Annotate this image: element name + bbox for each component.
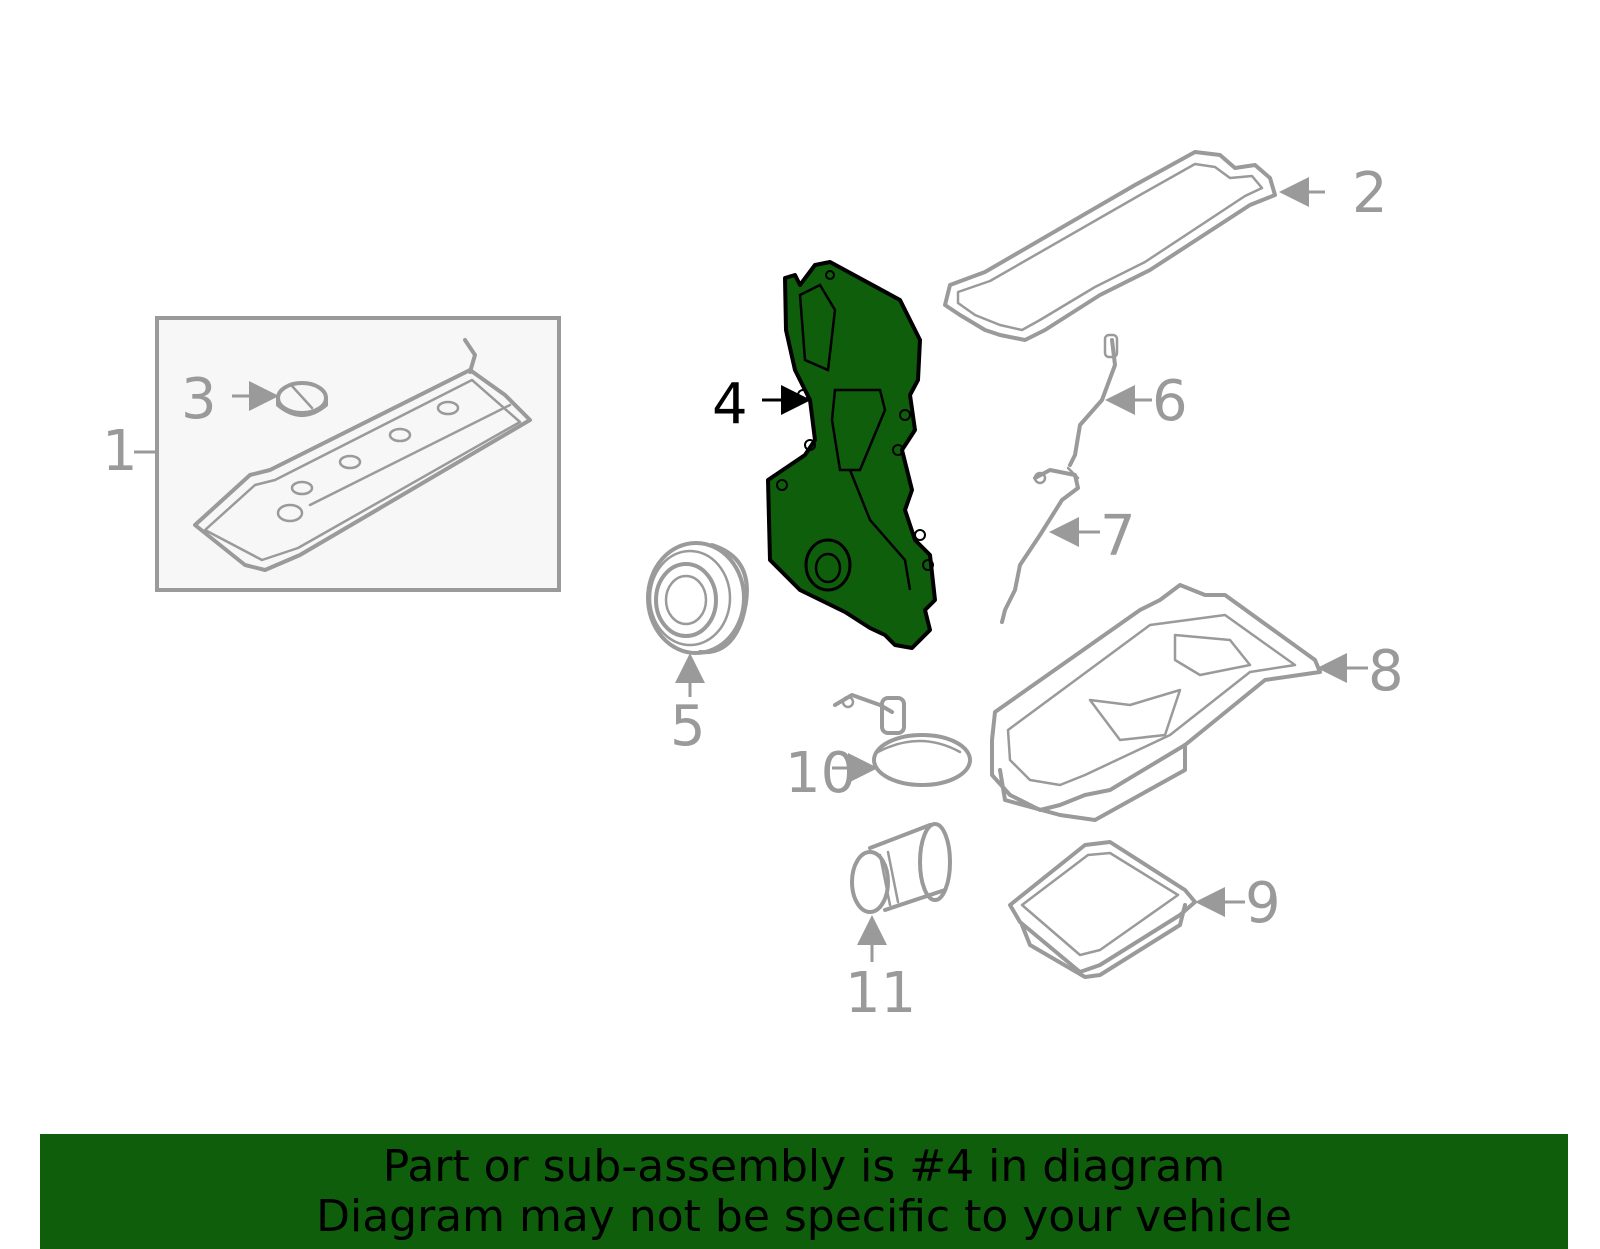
part-8-upper-oil-pan[interactable] [990,583,1322,822]
callout-1[interactable]: 1 [102,419,138,484]
part-5-crank-pulley[interactable] [646,541,749,655]
info-banner: Part or sub-assembly is #4 in diagram Di… [40,1134,1568,1249]
part-4-timing-cover[interactable] [766,260,937,650]
callout-5[interactable]: 5 [670,694,706,759]
parts-diagram: 1 2 3 4 5 6 7 8 9 10 11 [102,150,1404,1026]
banner-line-2: Diagram may not be specific to your vehi… [316,1191,1292,1242]
part-7-dipstick-tube[interactable] [1000,466,1080,624]
part-2-valve-cover-gasket[interactable] [943,150,1277,342]
callout-8[interactable]: 8 [1368,639,1404,704]
callout-6[interactable]: 6 [1152,369,1188,434]
part-9-lower-oil-pan[interactable] [1008,840,1197,979]
part-1-valve-cover-assembly[interactable] [155,316,561,592]
part-11-oil-filter[interactable] [850,822,952,914]
part-6-dipstick[interactable] [1068,333,1119,467]
callout-4[interactable]: 4 [712,372,748,437]
callout-2[interactable]: 2 [1352,161,1388,226]
callout-7[interactable]: 7 [1100,504,1136,569]
callout-9[interactable]: 9 [1245,871,1281,936]
callout-10[interactable]: 10 [785,741,856,806]
callout-11[interactable]: 11 [845,961,916,1026]
callout-3[interactable]: 3 [181,367,217,432]
banner-line-1: Part or sub-assembly is #4 in diagram [382,1141,1226,1192]
